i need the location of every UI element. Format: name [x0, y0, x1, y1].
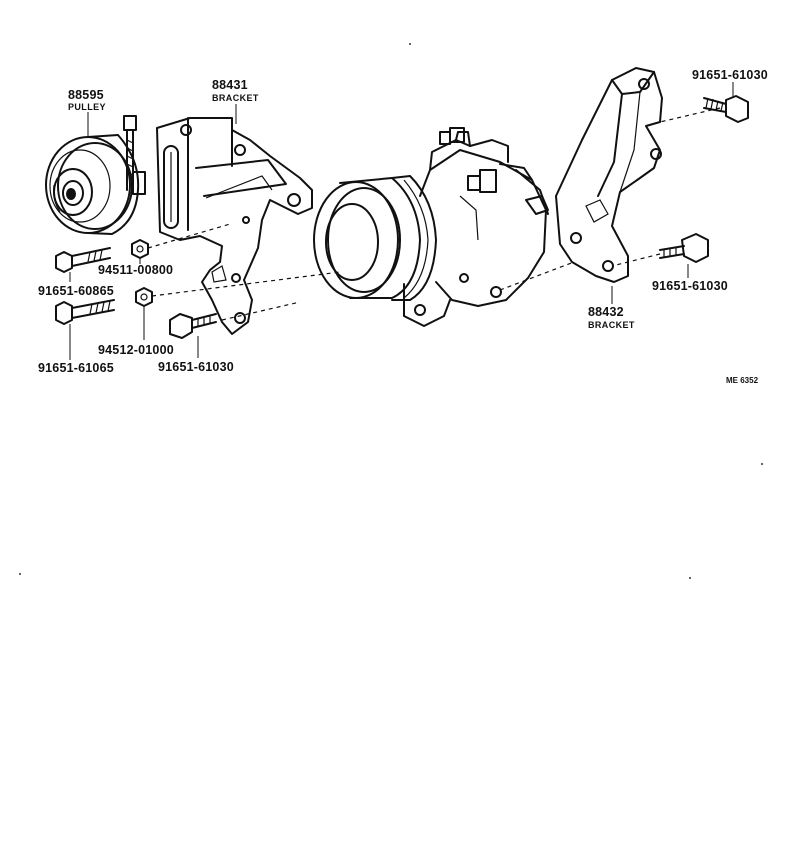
bracket-left-part-name: BRACKET [212, 93, 259, 103]
pulley-part-name: PULLEY [68, 102, 106, 112]
bolt-top-right-part-number: 91651-61030 [692, 68, 768, 82]
leader-lines [69, 82, 734, 360]
nut-lower [135, 287, 153, 307]
bolt-lower-left [55, 299, 115, 325]
bracket-left-part-number: 88431 [212, 78, 248, 92]
bolt-upper-left-part-number: 91651-60865 [38, 284, 114, 298]
bolt-mid-right-part-number: 91651-61030 [652, 279, 728, 293]
bracket-right [555, 67, 663, 283]
bolt-lower-center-part-number: 91651-61030 [158, 360, 234, 374]
nut-lower-part-number: 94512-01000 [98, 343, 174, 357]
nut-upper-part-number: 94511-00800 [98, 263, 173, 277]
diagram-code: ME 6352 [726, 376, 759, 385]
bolt-mid-right [659, 233, 709, 263]
scan-specks [19, 43, 763, 579]
pulley-part-number: 88595 [68, 88, 104, 102]
nut-upper [131, 239, 149, 259]
pulley-adjust-bolt [123, 115, 146, 195]
bracket-left [156, 117, 313, 335]
compressor [313, 127, 549, 327]
alignment-lines [147, 107, 721, 321]
bolt-lower-left-part-number: 91651-61065 [38, 361, 114, 375]
bolt-top-right [703, 95, 749, 123]
bolt-lower-center [169, 313, 217, 339]
pulley [45, 134, 140, 235]
bracket-right-part-number: 88432 [588, 305, 624, 319]
bolt-upper-left [55, 247, 111, 273]
bracket-right-part-name: BRACKET [588, 320, 635, 330]
